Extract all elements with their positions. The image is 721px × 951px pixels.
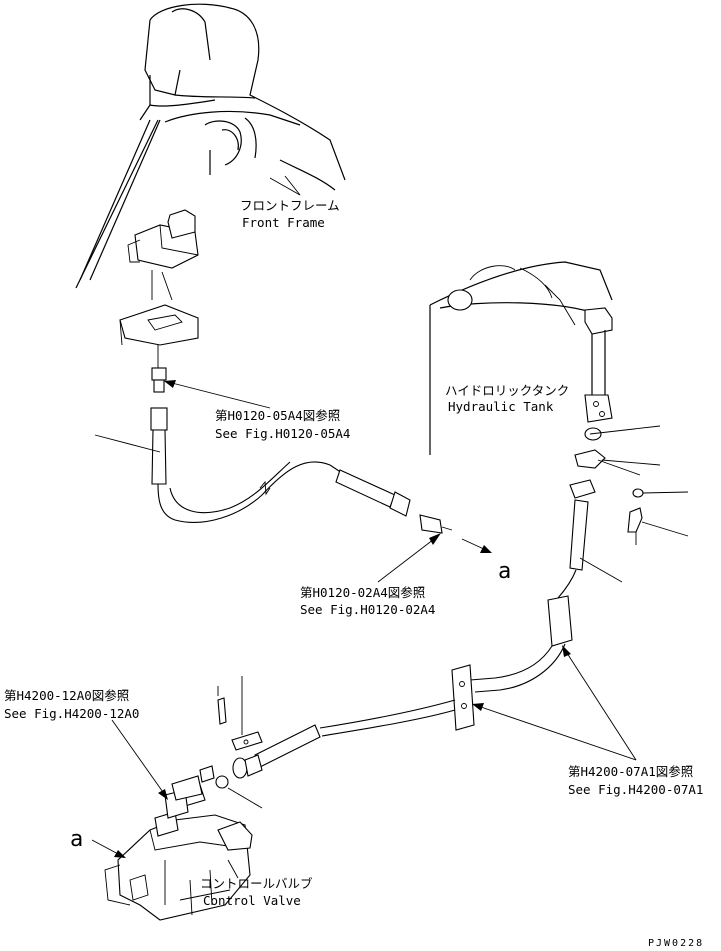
reference-2-jp: 第H0120-02A4図参照 <box>300 585 425 600</box>
reference-1-en: See Fig.H0120-05A4 <box>215 426 350 441</box>
front-frame-en-label: Front Frame <box>242 215 325 230</box>
tank-outlet-drawing <box>557 427 644 599</box>
hydraulic-tank-drawing <box>429 261 613 455</box>
control-valve-en-label: Control Valve <box>203 893 301 908</box>
reference-4-en: See Fig.H4200-07A1 <box>568 782 703 797</box>
hose-left-drawing <box>150 345 453 534</box>
reference-2-en: See Fig.H0120-02A4 <box>300 602 435 617</box>
hose-right-drawing <box>232 595 573 779</box>
front-frame-drawing <box>75 3 346 289</box>
reference-4-jp: 第H4200-07A1図参照 <box>568 764 693 779</box>
connection-marker-a-right: a <box>498 559 511 584</box>
drawing-code: PJW0228 <box>648 938 704 949</box>
reference-3-en: See Fig.H4200-12A0 <box>4 706 139 721</box>
control-valve-drawing <box>104 775 253 921</box>
hydraulic-tank-en-label: Hydraulic Tank <box>448 399 554 414</box>
hydraulic-tank-jp-label: ハイドロリックタンク <box>445 383 569 398</box>
front-frame-jp-label: フロントフレーム <box>240 198 340 213</box>
connection-marker-a-left: a <box>70 827 83 852</box>
arrows <box>91 380 637 858</box>
reference-3-jp: 第H4200-12A0図参照 <box>4 688 129 703</box>
control-valve-jp-label: コントロールバルブ <box>200 876 313 891</box>
reference-1-jp: 第H0120-05A4図参照 <box>215 408 340 423</box>
solenoid-valve-drawing <box>119 209 199 346</box>
leader-lines <box>94 177 689 879</box>
